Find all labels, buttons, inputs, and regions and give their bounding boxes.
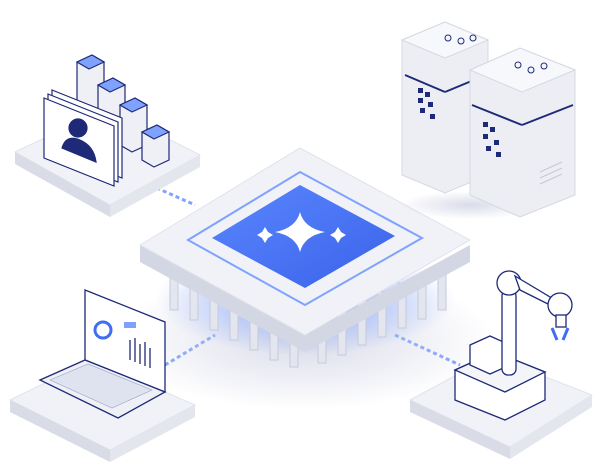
bar-chart-icon (129, 338, 151, 368)
robot-arm-icon (453, 270, 573, 421)
server-vent-icon (539, 161, 563, 185)
sparkle-icon (257, 212, 346, 252)
laptop-platform (8, 289, 197, 462)
laptop-icon (38, 289, 167, 419)
chip-icon (115, 147, 495, 410)
profile-card-icon (43, 89, 123, 187)
robot-platform (408, 270, 594, 459)
server-icon (400, 21, 577, 219)
analytics-platform (13, 54, 202, 217)
